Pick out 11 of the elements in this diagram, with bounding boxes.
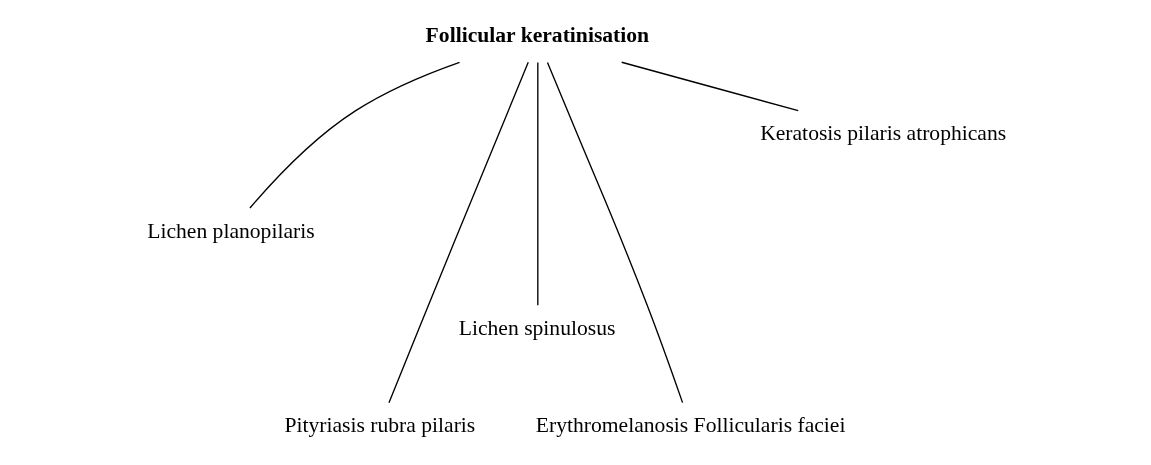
connector	[536, 61, 538, 306]
node-text: Pityriasis rubra pilaris	[283, 413, 475, 438]
node-text: Follicular keratinisation	[425, 22, 649, 47]
connector	[248, 61, 460, 209]
node-text: Erythromelanosis Follicularis faciei	[535, 413, 845, 438]
connector	[387, 61, 529, 404]
node-text: Keratosis pilaris atrophicans	[759, 121, 1006, 146]
connector	[546, 61, 683, 404]
node-text: Lichen spinulosus	[458, 315, 615, 340]
node-text: Lichen planopilaris	[146, 218, 315, 243]
connector	[620, 61, 799, 112]
